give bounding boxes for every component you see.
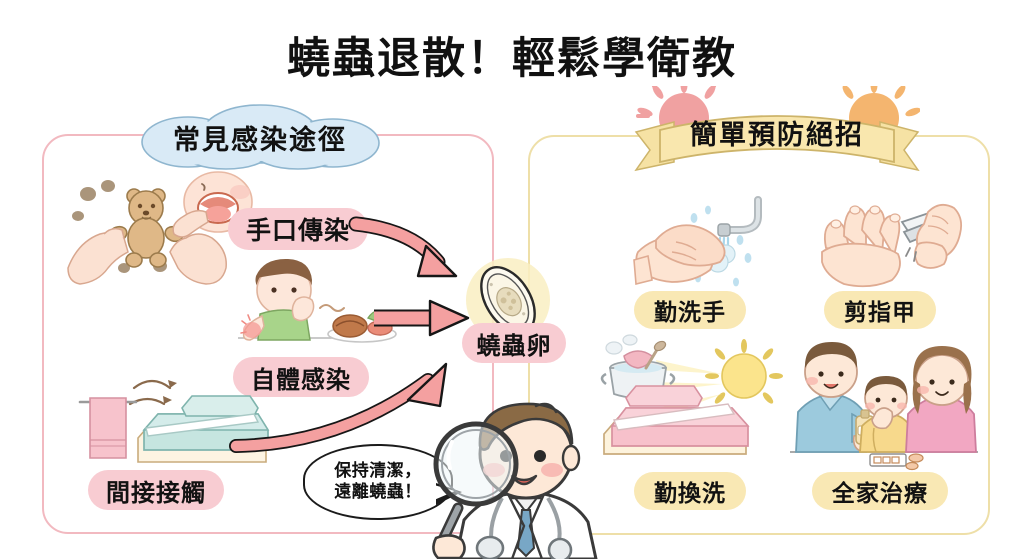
speech-line-2: 遠離蟯蟲！ [334,482,422,502]
art-hands-teddy-mouth [66,171,256,290]
art-towel-and-bed [78,378,274,470]
right-panel-header-label: 簡單預防絕招 [690,119,864,151]
art-washing-hands-faucet [632,196,772,292]
page-title: 蟯蟲退散！輕鬆學衛教 [287,34,737,84]
art-family-medicine [790,340,978,471]
label-wash-hands: 勤洗手 [634,291,746,329]
cloud-header-shape: 常見感染途徑 [128,104,392,170]
label-pinworm-egg: 蟯蟲卵 [462,323,566,363]
art-boiling-laundry-sun-bedding [596,334,786,470]
label-trim-nails: 剪指甲 [824,291,936,329]
label-indirect-contact: 間接接觸 [88,470,224,510]
label-whole-family-treatment: 全家治療 [812,472,948,510]
arrow-hand-mouth [348,216,478,294]
label-self-infection: 自體感染 [233,357,369,397]
label-hand-mouth-transmission: 手口傳染 [228,208,368,250]
art-nail-clipping [818,196,966,292]
art-cartoon-doctor-magnifier [424,398,620,559]
left-panel-header-label: 常見感染途徑 [173,124,347,156]
speech-bubble: 保持清潔， 遠離蟯蟲！ [303,444,453,520]
art-pinworm-egg [452,256,564,352]
art-child-scratching-eating [238,256,418,348]
speech-line-1: 保持清潔， [334,460,422,481]
ribbon-header-shape: 簡單預防絕招 [634,76,921,174]
arrow-self-infection [372,298,474,338]
arrow-indirect-contact [229,362,466,458]
label-wash-bedding: 勤換洗 [634,472,746,510]
